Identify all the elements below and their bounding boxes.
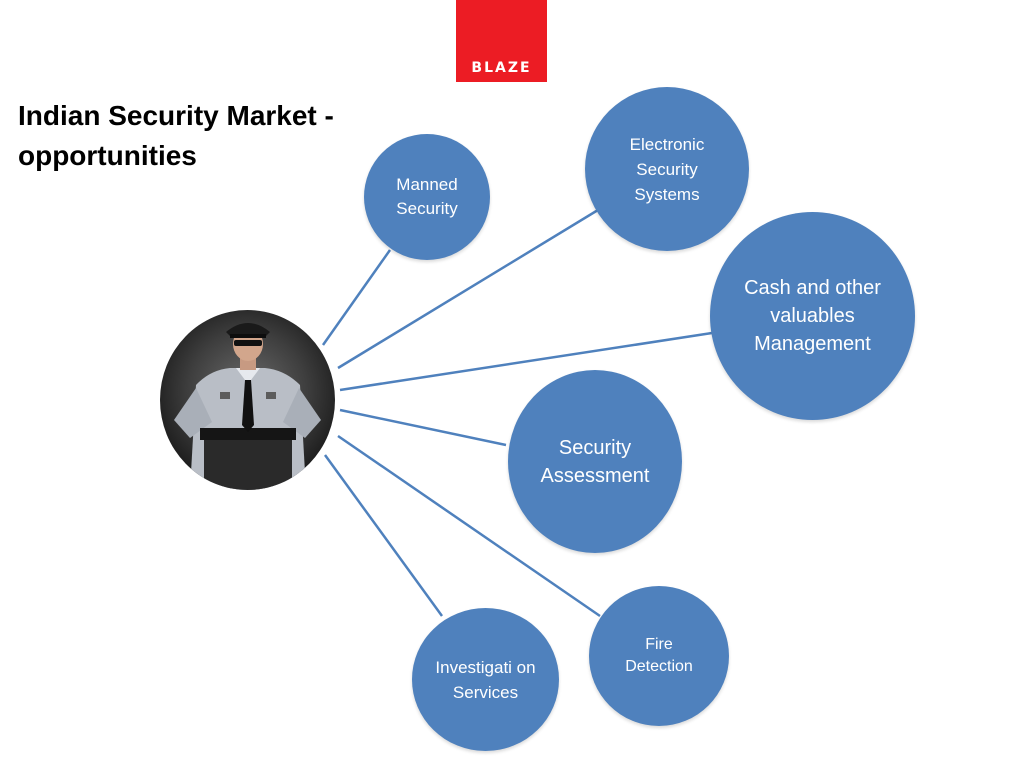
node-security-assessment: Security Assessment (508, 370, 682, 553)
node-label: Investigati on Services (435, 657, 536, 702)
link-investigation (323, 454, 444, 617)
node-cash-and-valuables-management: Cash and other valuables Management (710, 212, 915, 420)
node-label: Manned Security (396, 175, 458, 218)
link-fire-detection (337, 434, 601, 618)
logo-text: BLAZE (471, 60, 532, 76)
node-electronic-security-systems: Electronic Security Systems (585, 87, 749, 251)
node-fire-detection: Fire Detection (589, 586, 729, 726)
link-electronic-security (337, 208, 599, 370)
node-manned-security: Manned Security (364, 134, 490, 260)
link-security-assessment (339, 408, 507, 447)
link-manned-security (321, 249, 392, 346)
node-label: Security Assessment (540, 436, 650, 487)
node-label: Fire Detection (625, 636, 693, 675)
link-cash-management (339, 331, 713, 392)
node-label: Electronic Security Systems (629, 134, 705, 204)
node-label: Cash and other valuables Management (744, 277, 881, 355)
page-title: Indian Security Market - opportunities (18, 100, 334, 171)
blaze-logo: BLAZE (456, 0, 547, 82)
node-investigation-services: Investigati on Services (412, 608, 559, 751)
security-guard-photo (160, 310, 335, 490)
